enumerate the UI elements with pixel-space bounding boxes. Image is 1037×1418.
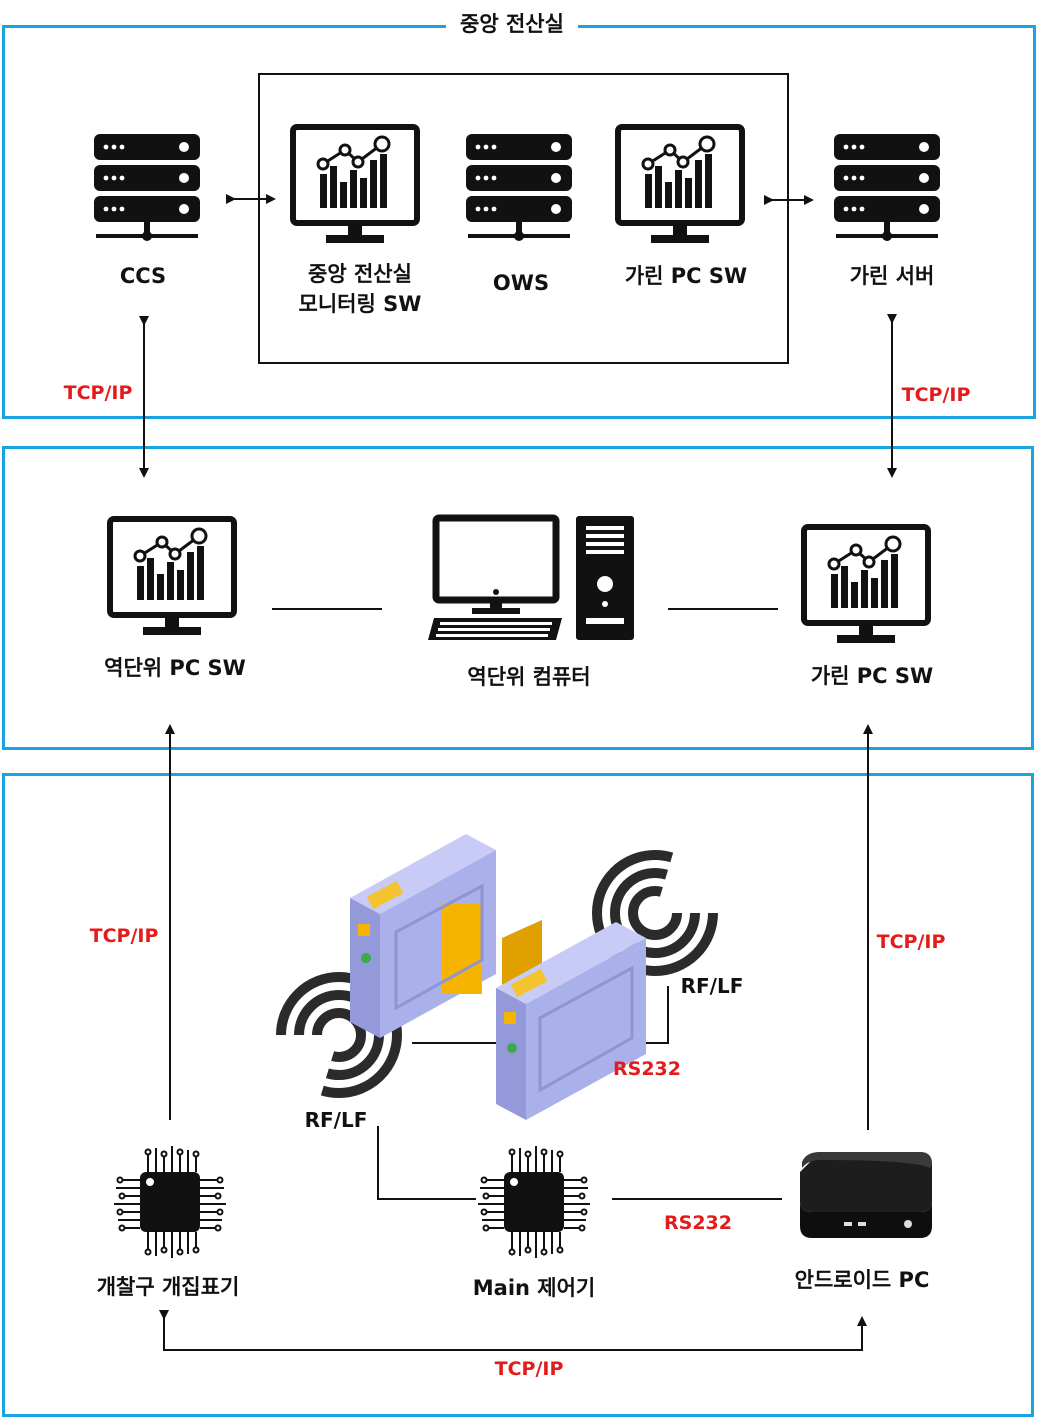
monitor-chart-icon	[107, 516, 237, 635]
server-icon	[834, 134, 940, 241]
main-controller-label: Main 제어기	[472, 1276, 596, 1300]
monitoring-group-box	[258, 73, 789, 364]
station-computer-label: 역단위 컴퓨터	[467, 665, 591, 689]
rf-left-label: RF/LF	[304, 1108, 368, 1132]
collector-android-link	[159, 1310, 867, 1351]
station-zone	[2, 446, 1034, 750]
gate-collector-label: 개찰구 개집표기	[96, 1275, 240, 1299]
ccs-station-protocol: TCP/IP	[63, 382, 133, 404]
collector-station-protocol: TCP/IP	[89, 925, 159, 947]
central-monitoring-sw-label-line1: 중앙 전산실	[308, 262, 412, 286]
monitor-chart-icon	[801, 524, 931, 643]
collector-android-protocol: TCP/IP	[494, 1358, 564, 1380]
central-room-title: 중앙 전산실	[446, 11, 578, 37]
rf-rs232-protocol: RS232	[613, 1058, 681, 1080]
ccs-label: CCS	[119, 264, 167, 288]
rf-signal-icon	[592, 850, 718, 976]
mini-pc-icon	[800, 1152, 932, 1238]
rf-main-link	[377, 1126, 476, 1200]
main-android-protocol: RS232	[664, 1212, 732, 1234]
rf-right-label: RF/LF	[680, 974, 744, 998]
monitor-chart-icon	[290, 124, 420, 243]
chip-icon	[114, 1146, 226, 1258]
garin-pc-sw-mid-label: 가린 PC SW	[810, 664, 934, 688]
garin-server-protocol: TCP/IP	[901, 384, 971, 406]
garin-server-label: 가린 서버	[849, 264, 935, 288]
garin-pc-sw-top-label: 가린 PC SW	[624, 264, 748, 288]
desktop-computer-icon	[428, 514, 634, 640]
field-zone	[2, 773, 1034, 1417]
ticket-gate-icon	[350, 834, 646, 1120]
central-monitoring-sw-label-line2: 모니터링 SW	[298, 292, 422, 316]
ows-label: OWS	[492, 271, 550, 295]
station-pc-sw-label: 역단위 PC SW	[104, 656, 246, 680]
android-pc-label: 안드로이드 PC	[794, 1268, 930, 1292]
server-icon	[466, 134, 572, 241]
monitor-chart-icon	[615, 124, 745, 243]
android-garin-protocol: TCP/IP	[876, 931, 946, 953]
server-icon	[94, 134, 200, 241]
chip-icon	[478, 1146, 590, 1258]
